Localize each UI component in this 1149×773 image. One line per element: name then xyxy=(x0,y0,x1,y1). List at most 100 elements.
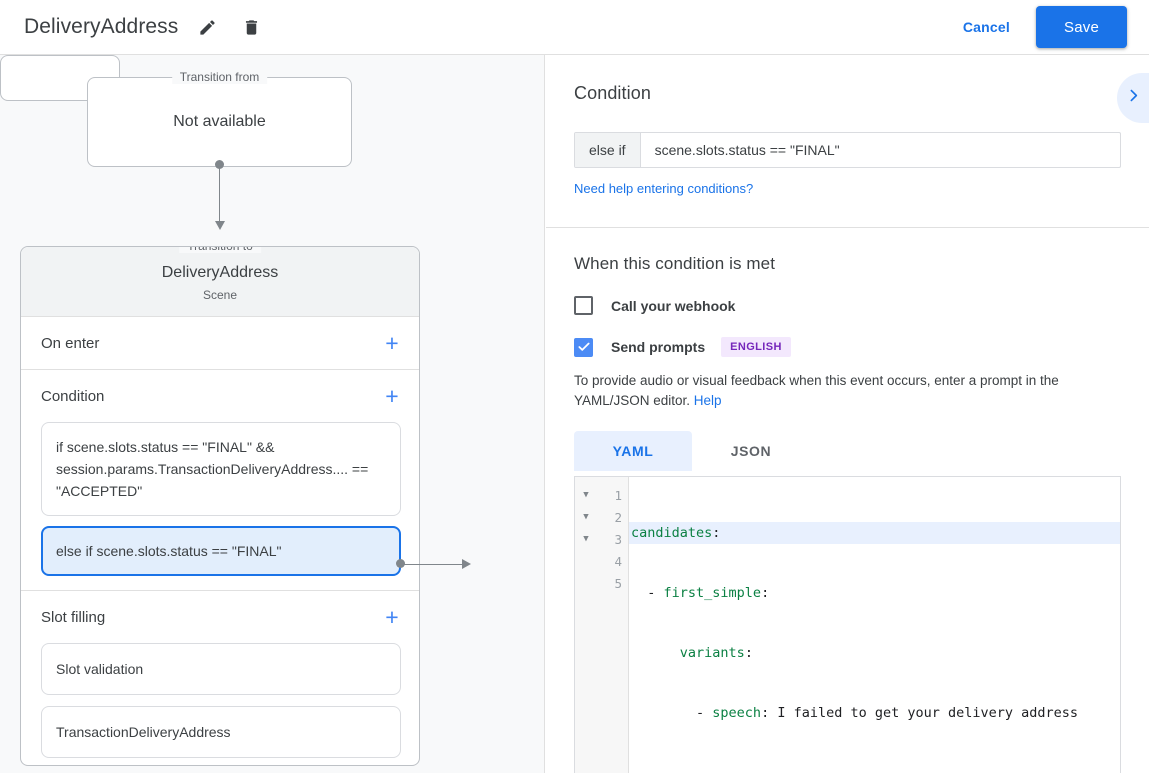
code-line[interactable] xyxy=(629,762,1120,773)
condition-item-selected[interactable]: else if scene.slots.status == "FINAL" xyxy=(41,526,401,576)
yaml-punct: : xyxy=(712,525,721,541)
yaml-key: variants xyxy=(679,645,745,661)
delete-button[interactable] xyxy=(236,12,266,42)
slot-item[interactable]: TransactionDeliveryAddress xyxy=(41,706,401,758)
save-button[interactable]: Save xyxy=(1036,6,1127,48)
scene-type: Scene xyxy=(202,288,238,302)
connector-line-vertical xyxy=(219,165,220,221)
section-slot-filling-header: Slot filling + xyxy=(21,591,419,643)
tab-yaml[interactable]: YAML xyxy=(574,431,692,471)
scene-graph-canvas[interactable]: Transition from Not available Transition… xyxy=(0,55,545,773)
prompts-help-link[interactable]: Help xyxy=(693,393,722,408)
condition-met-title: When this condition is met xyxy=(574,254,776,273)
edit-button[interactable] xyxy=(192,12,222,42)
prompts-description-text: To provide audio or visual feedback when… xyxy=(574,373,1059,408)
line-number: 1 xyxy=(614,487,622,503)
transition-from-value: Not available xyxy=(173,113,266,130)
condition-item[interactable]: if scene.slots.status == "FINAL" && sess… xyxy=(41,422,401,516)
trash-icon xyxy=(242,18,261,37)
connector-arrow-down xyxy=(215,221,225,230)
code-line[interactable]: variants: xyxy=(629,642,1120,664)
line-number: 4 xyxy=(614,553,622,569)
code-line[interactable]: - speech: I failed to get your delivery … xyxy=(629,702,1120,724)
send-prompts-label: Send prompts xyxy=(611,339,706,355)
send-prompts-row[interactable]: Send prompts ENGLISH xyxy=(574,337,1121,357)
condition-details-panel: Condition else if Need help entering con… xyxy=(546,55,1149,773)
condition-met-block: When this condition is met Call your web… xyxy=(546,228,1149,773)
top-app-bar: DeliveryAddress Cancel Save xyxy=(0,0,1149,55)
condition-expression-input[interactable] xyxy=(640,133,1120,167)
call-webhook-label: Call your webhook xyxy=(611,297,736,314)
fold-toggle-icon[interactable]: ▼ xyxy=(583,490,589,500)
transition-to-legend: Transition to xyxy=(179,247,261,253)
line-number: 3 xyxy=(614,531,622,547)
section-slot-filling-title: Slot filling xyxy=(41,608,106,626)
yaml-indent: - xyxy=(631,585,664,601)
yaml-punct: : xyxy=(761,585,770,601)
page-title: DeliveryAddress xyxy=(24,15,179,38)
editor-format-tabs: YAML JSON xyxy=(574,431,1121,471)
section-slot-filling: Slot filling + Slot validation Transacti… xyxy=(21,591,419,765)
prompt-code-editor[interactable]: ▼1 ▼2 ▼3 4 5 candidates: - first_simple:… xyxy=(574,476,1121,773)
add-slot-button[interactable]: + xyxy=(385,603,399,630)
language-badge: ENGLISH xyxy=(721,337,791,357)
prompts-description: To provide audio or visual feedback when… xyxy=(574,371,1121,411)
gutter-line: ▼3 xyxy=(575,528,628,550)
connector-dot-condition xyxy=(396,559,405,568)
transition-to-node[interactable]: Transition to DeliveryAddress Scene On e… xyxy=(20,246,420,766)
condition-help-link[interactable]: Need help entering conditions? xyxy=(574,181,754,196)
condition-panel-title: Condition xyxy=(574,83,651,103)
chevron-right-icon xyxy=(1125,87,1142,109)
editor-code-area[interactable]: candidates: - first_simple: variants: - … xyxy=(629,477,1120,773)
yaml-key: first_simple xyxy=(663,585,762,601)
condition-block: Condition else if Need help entering con… xyxy=(546,55,1149,227)
code-line[interactable]: candidates: xyxy=(629,522,1120,544)
tab-json[interactable]: JSON xyxy=(730,443,772,459)
yaml-indent xyxy=(631,645,680,661)
slot-list: Slot validation TransactionDeliveryAddre… xyxy=(21,643,419,765)
section-condition-title: Condition xyxy=(41,387,105,405)
spacer xyxy=(574,198,1121,227)
gutter-line: ▼1 xyxy=(575,484,628,506)
cancel-button[interactable]: Cancel xyxy=(949,10,1024,44)
section-on-enter: On enter + xyxy=(21,317,419,370)
condition-prefix-label: else if xyxy=(575,133,641,167)
call-webhook-checkbox[interactable] xyxy=(574,296,593,315)
line-number: 2 xyxy=(614,509,622,525)
pencil-icon xyxy=(198,18,217,37)
fold-toggle-icon[interactable]: ▼ xyxy=(583,512,589,522)
gutter-line: 4 xyxy=(575,550,628,572)
slot-item[interactable]: Slot validation xyxy=(41,643,401,695)
check-icon xyxy=(577,340,591,354)
yaml-value: I failed to get your delivery address xyxy=(769,705,1079,721)
connector-dot-from xyxy=(215,160,224,169)
transition-from-legend: Transition from xyxy=(171,70,268,84)
yaml-punct: : xyxy=(744,645,753,661)
condition-input-row[interactable]: else if xyxy=(574,132,1121,168)
scene-header: DeliveryAddress Scene xyxy=(21,247,419,317)
section-condition: Condition + if scene.slots.status == "FI… xyxy=(21,370,419,591)
line-number: 5 xyxy=(614,575,622,591)
gutter-line: ▼2 xyxy=(575,506,628,528)
section-condition-header: Condition + xyxy=(21,370,419,422)
webhook-row[interactable]: Call your webhook xyxy=(574,296,1121,315)
connector-line-horizontal xyxy=(401,564,464,565)
send-prompts-checkbox[interactable] xyxy=(574,337,593,357)
scene-name: DeliveryAddress xyxy=(161,264,279,281)
yaml-key: candidates xyxy=(631,525,713,541)
add-condition-button[interactable]: + xyxy=(385,382,399,409)
yaml-indent: - xyxy=(631,705,713,721)
editor-gutter: ▼1 ▼2 ▼3 4 5 xyxy=(575,477,629,773)
panel-divider xyxy=(546,227,1149,228)
condition-list: if scene.slots.status == "FINAL" && sess… xyxy=(21,422,419,590)
add-on-enter-button[interactable]: + xyxy=(385,329,399,356)
code-line[interactable]: - first_simple: xyxy=(629,582,1120,604)
gutter-line: 5 xyxy=(575,572,628,594)
fold-toggle-icon[interactable]: ▼ xyxy=(583,534,589,544)
section-on-enter-header: On enter + xyxy=(21,317,419,369)
yaml-punct: : xyxy=(761,705,770,721)
section-on-enter-title: On enter xyxy=(41,334,100,352)
connector-arrow-right xyxy=(462,559,471,569)
yaml-key: speech xyxy=(712,705,762,721)
transition-from-node[interactable]: Transition from Not available xyxy=(87,70,352,167)
